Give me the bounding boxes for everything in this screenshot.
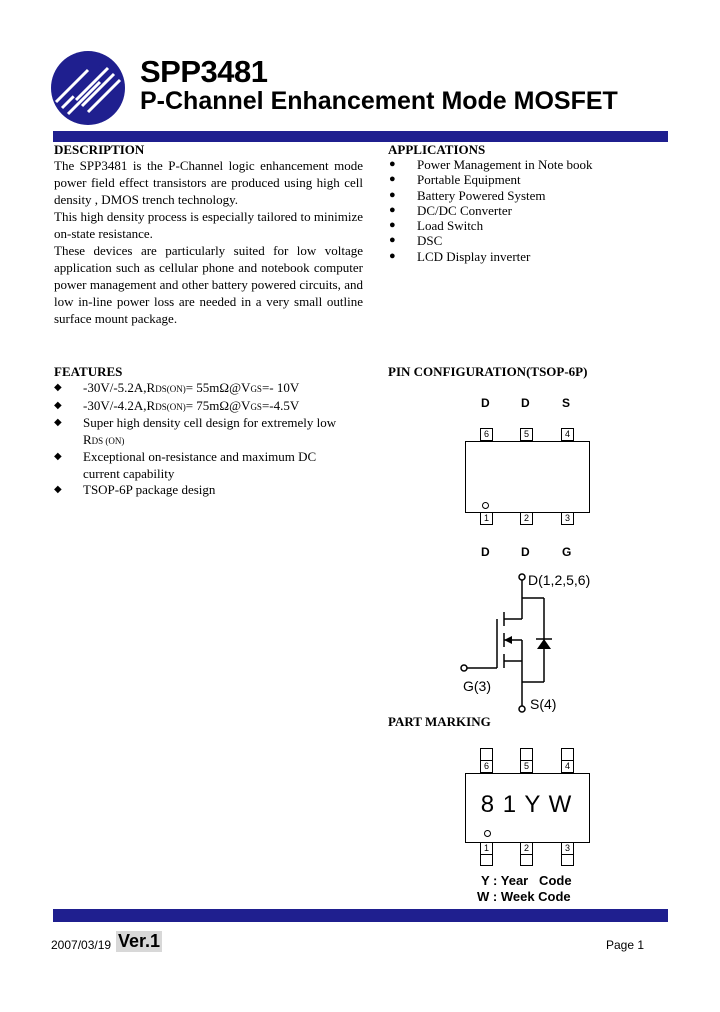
pin1-dot — [484, 830, 491, 837]
feature-text: -30V/-5.2A,R — [83, 380, 156, 395]
feature-subscript: GS — [250, 401, 262, 412]
feature-text: TSOP-6P package design — [83, 482, 216, 497]
feature-text: = 75mΩ@V — [185, 397, 251, 413]
drain-pin-label: D(1,2,5,6) — [528, 572, 591, 588]
pin-number: 3 — [561, 512, 574, 525]
list-item: ◆ TSOP-6P package design — [54, 482, 354, 499]
list-item: DC/DC Converter — [389, 203, 669, 219]
diamond-bullet-icon: ◆ — [54, 484, 62, 495]
feature-subscript: DS (ON) — [91, 435, 125, 446]
feature-text: =- 10V — [261, 380, 300, 395]
feature-subscript: DS(ON) — [155, 401, 186, 412]
pin-lead — [561, 748, 574, 760]
header-divider-bar — [53, 131, 668, 142]
tsop6-package-body — [465, 441, 590, 513]
pin-label-top: D — [481, 396, 490, 410]
diamond-bullet-icon: ◆ — [54, 399, 62, 411]
list-item: DSC — [389, 233, 669, 249]
feature-text: Exceptional on-resistance and maximum DC… — [83, 449, 317, 481]
description-paragraph: This high density process is especially … — [54, 209, 363, 241]
list-item: Battery Powered System — [389, 188, 669, 204]
pin-lead — [520, 748, 533, 760]
pin-number: 3 — [561, 842, 574, 855]
feature-text: =-4.5V — [261, 397, 300, 413]
pin-number: 4 — [561, 428, 574, 441]
diamond-bullet-icon: ◆ — [54, 382, 62, 393]
pin-number: 5 — [520, 428, 533, 441]
part-marking-heading: PART MARKING — [388, 714, 491, 729]
footer-version: Ver.1 — [116, 931, 163, 952]
description-heading: DESCRIPTION — [54, 142, 145, 157]
feature-text: Super high density cell design for extre… — [83, 415, 337, 447]
feature-text: -30V/-4.2A,R — [83, 397, 156, 413]
description-paragraph: The SPP3481 is the P-Channel logic enhan… — [54, 158, 363, 207]
applications-heading: APPLICATIONS — [388, 142, 486, 157]
marking-code: 8 1 Y W — [480, 791, 573, 818]
year-code-legend: Y : Year Code — [481, 873, 572, 888]
source-pin-label: S(4) — [530, 696, 557, 712]
features-list: ◆-30V/-5.2A,RDS(ON)= 55mΩ@VGS=- 10V ◆-30… — [54, 380, 354, 499]
company-logo — [51, 51, 125, 125]
device-subtitle: P-Channel Enhancement Mode MOSFET — [140, 87, 618, 115]
pin1-dot — [482, 502, 489, 509]
pin-number: 2 — [520, 842, 533, 855]
list-item: ◆ -30V/-4.2A,RDS(ON)= 75mΩ@VGS=-4.5V — [54, 398, 354, 416]
footer-date: 2007/03/19 — [51, 938, 112, 952]
description-paragraph: These devices are particularly suited fo… — [54, 243, 363, 326]
description-body: The SPP3481 is the P-Channel logic enhan… — [54, 157, 363, 327]
list-item: ◆ Super high density cell design for extr… — [54, 415, 354, 449]
applications-list: Power Management in Note book Portable E… — [389, 157, 669, 264]
feature-subscript: GS — [250, 384, 262, 394]
list-item: LCD Display inverter — [389, 249, 669, 265]
pin-number: 4 — [561, 760, 574, 773]
pin-lead — [480, 748, 493, 760]
footer-page-number: Page 1 — [606, 938, 645, 952]
pin-number: 6 — [480, 428, 493, 441]
pin-number: 1 — [480, 512, 493, 525]
pin-number: 6 — [480, 760, 493, 773]
pin-label-bottom: G — [562, 545, 572, 559]
features-heading: FEATURES — [54, 364, 123, 379]
list-item: Power Management in Note book — [389, 157, 669, 173]
pin-label-bottom: D — [521, 545, 530, 559]
pin-lead — [480, 855, 493, 866]
diamond-bullet-icon: ◆ — [54, 417, 62, 428]
pin-number: 1 — [480, 842, 493, 855]
pin-label-top: D — [521, 396, 530, 410]
pin-lead — [520, 855, 533, 866]
list-item: Load Switch — [389, 218, 669, 234]
list-item: ◆ -30V/-5.2A,RDS(ON)= 55mΩ@VGS=- 10V — [54, 380, 354, 398]
pin-label-bottom: D — [481, 545, 490, 559]
pin-config-heading: PIN CONFIGURATION(TSOP-6P) — [388, 364, 588, 379]
list-item: Portable Equipment — [389, 172, 669, 188]
pin-number: 5 — [520, 760, 533, 773]
pin-lead — [561, 855, 574, 866]
footer-divider-bar — [53, 909, 668, 922]
week-code-legend: W : Week Code — [477, 889, 571, 904]
marking-package-body — [465, 773, 590, 843]
mosfet-schematic — [460, 573, 552, 713]
pin-label-top: S — [562, 396, 571, 410]
part-number-title: SPP3481 — [140, 54, 268, 89]
feature-subscript: DS(ON) — [155, 384, 186, 394]
list-item: ◆ Exceptional on-resistance and maximum D… — [54, 449, 354, 482]
pin-number: 2 — [520, 512, 533, 525]
diamond-bullet-icon: ◆ — [54, 451, 62, 462]
feature-text: = 55mΩ@V — [185, 380, 251, 395]
gate-pin-label: G(3) — [463, 678, 491, 694]
